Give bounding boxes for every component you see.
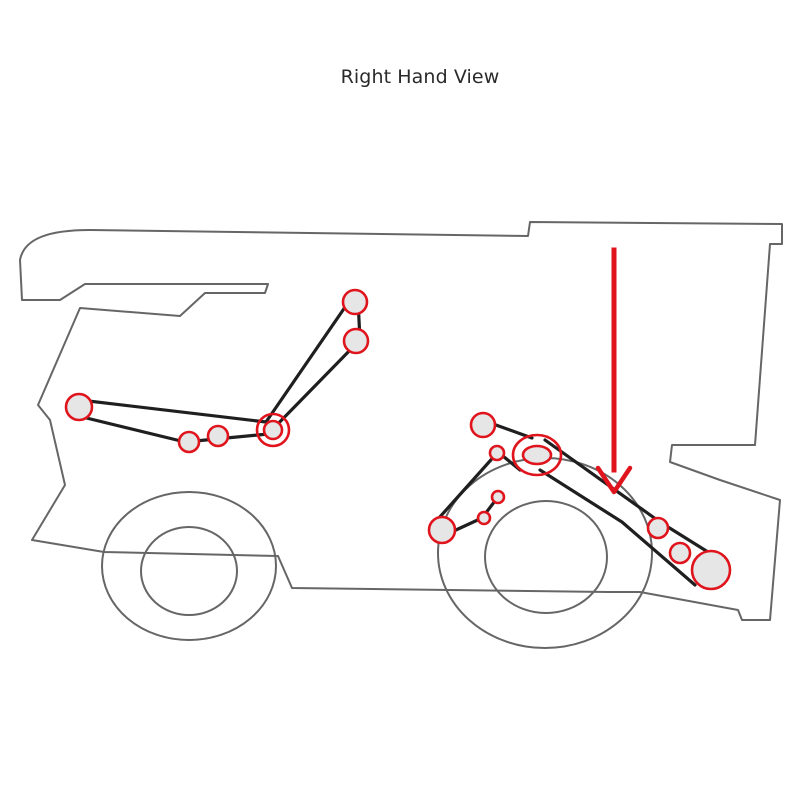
pulley-front-main-inner [521,444,553,466]
rear-wheel-hub [140,526,238,616]
rear-wheel [101,491,277,641]
rear-belt-upper-run [78,295,354,424]
pulley-front-small-2 [490,489,506,505]
front-belt-long-lower [538,468,697,587]
pulley-front-upper-left [469,411,497,439]
pulley-rear-main-outer [255,412,291,448]
pulley-rear-upper [342,327,370,355]
pulley-front-right-2 [668,541,692,565]
arrow-head [595,465,633,495]
pulley-front-small-3 [476,510,492,526]
pulley-rear-left [64,392,94,422]
pulley-front-small-1 [488,444,506,462]
rear-belt-drive [64,288,370,454]
machine-body-outline [19,221,783,621]
diagram-title: Right Hand View [340,66,500,88]
front-wheel-hub [484,500,608,614]
front-belt-drive [427,411,732,591]
pulley-front-lower-left [427,515,457,545]
front-belt-long-upper [543,438,710,554]
pulley-rear-main-inner [262,419,284,441]
pointer-arrow [595,247,633,495]
pulley-front-main-outer [511,433,563,477]
pulley-rear-top [341,288,369,316]
pulley-rear-idler-1 [177,430,201,454]
pulley-rear-idler-2 [206,424,230,448]
rear-wheel-tire [101,491,277,641]
body-silhouette [19,221,783,621]
pulley-front-right-1 [646,516,670,540]
pulley-front-right-large [690,549,732,591]
